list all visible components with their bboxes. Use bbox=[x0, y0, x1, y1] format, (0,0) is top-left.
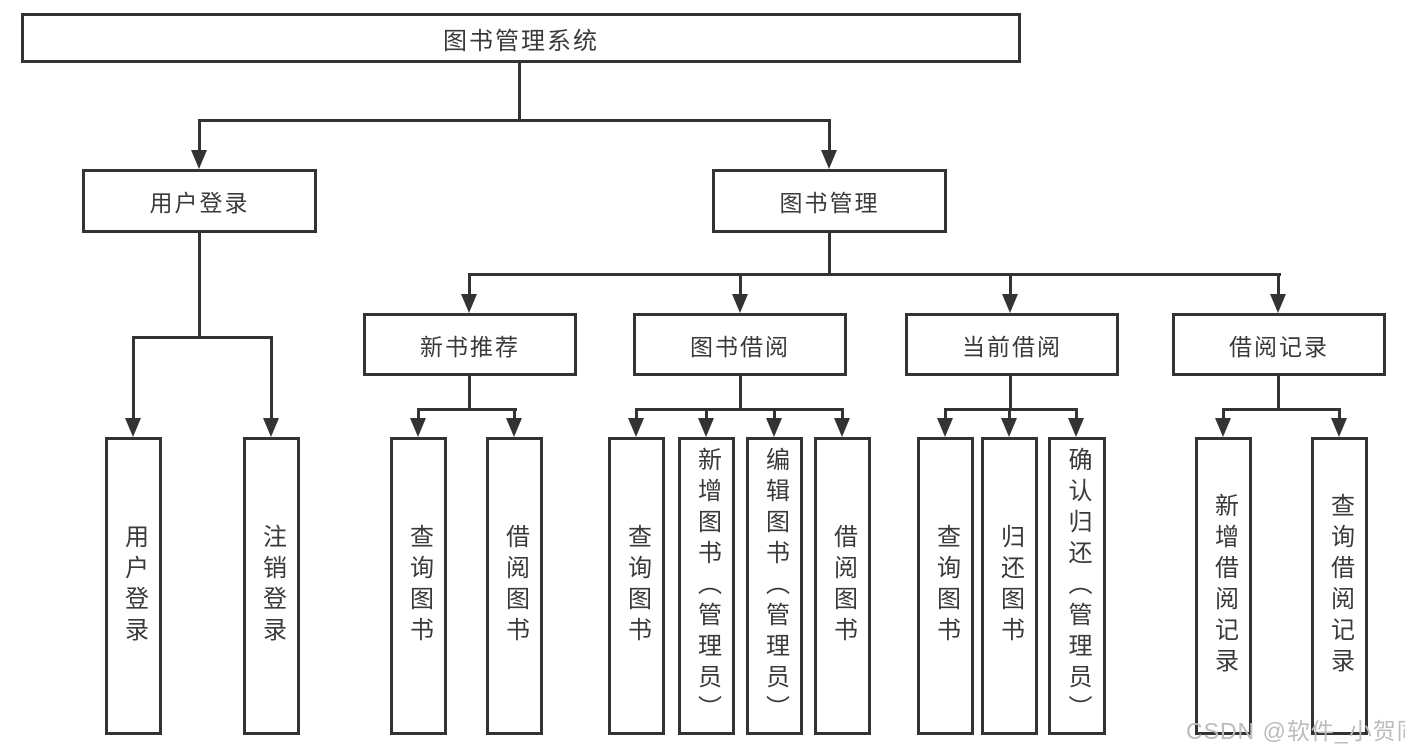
arrowhead-down-icon bbox=[937, 418, 953, 437]
node-book-management-branch: 图书管理 bbox=[712, 169, 947, 233]
node-label: 新书推荐 bbox=[420, 333, 520, 360]
node-leaf-logout: 注销登录 bbox=[243, 437, 300, 735]
node-label: 当前借阅 bbox=[962, 333, 1062, 360]
node-label: 查询图书 bbox=[623, 524, 651, 648]
node-label: 新增借阅记录 bbox=[1210, 493, 1238, 679]
arrowhead-down-icon bbox=[125, 418, 141, 437]
node-leaf-query-books-recommend: 查询图书 bbox=[390, 437, 447, 735]
connector-line bbox=[944, 408, 947, 420]
arrowhead-down-icon bbox=[410, 418, 426, 437]
node-root-library-system: 图书管理系统 bbox=[21, 13, 1021, 63]
arrowhead-down-icon bbox=[628, 418, 644, 437]
node-label: 图书借阅 bbox=[690, 333, 790, 360]
connector-line bbox=[518, 60, 521, 120]
connector-line bbox=[132, 336, 273, 339]
arrowhead-down-icon bbox=[1270, 294, 1286, 313]
connector-line bbox=[132, 336, 135, 420]
connector-line bbox=[944, 408, 1078, 411]
connector-line bbox=[417, 408, 517, 411]
node-label: 图书管理系统 bbox=[443, 27, 599, 55]
node-label: 新增图书（管理员） bbox=[693, 446, 721, 726]
node-book-borrowing: 图书借阅 bbox=[633, 313, 847, 376]
connector-line bbox=[417, 408, 420, 420]
node-label: 查询图书 bbox=[932, 524, 960, 648]
node-label: 用户登录 bbox=[149, 190, 250, 216]
connector-line bbox=[739, 376, 742, 411]
arrowhead-down-icon bbox=[698, 418, 714, 437]
node-leaf-edit-books-admin: 编辑图书（管理员） bbox=[746, 437, 803, 735]
node-leaf-user-login: 用户登录 bbox=[105, 437, 162, 735]
connector-line bbox=[773, 408, 776, 420]
node-leaf-add-borrow-record: 新增借阅记录 bbox=[1195, 437, 1252, 735]
connector-line bbox=[828, 232, 831, 276]
node-label: 图书管理 bbox=[779, 190, 880, 216]
node-leaf-return-books: 归还图书 bbox=[981, 437, 1038, 735]
arrowhead-down-icon bbox=[1001, 418, 1017, 437]
node-borrowing-records: 借阅记录 bbox=[1172, 313, 1386, 376]
connector-line bbox=[513, 408, 516, 420]
connector-line bbox=[468, 376, 471, 411]
arrowhead-down-icon bbox=[506, 418, 522, 437]
node-label: 查询图书 bbox=[405, 524, 433, 648]
node-label: 归还图书 bbox=[996, 524, 1024, 648]
connector-line bbox=[1338, 408, 1341, 420]
connector-line bbox=[739, 273, 742, 296]
node-label: 借阅记录 bbox=[1229, 333, 1329, 360]
connector-line bbox=[198, 232, 201, 339]
arrowhead-down-icon bbox=[1215, 418, 1231, 437]
node-label: 借阅图书 bbox=[501, 524, 529, 648]
connector-line bbox=[270, 336, 273, 420]
connector-line bbox=[1009, 376, 1012, 411]
connector-line bbox=[198, 119, 831, 122]
node-leaf-add-books-admin: 新增图书（管理员） bbox=[678, 437, 735, 735]
arrowhead-down-icon bbox=[732, 294, 748, 313]
connector-line bbox=[198, 119, 201, 152]
connector-line bbox=[635, 408, 844, 411]
connector-line bbox=[635, 408, 638, 420]
node-user-login-branch: 用户登录 bbox=[82, 169, 317, 233]
arrowhead-down-icon bbox=[461, 294, 477, 313]
connector-line bbox=[1277, 273, 1280, 296]
node-leaf-query-books-borrowing: 查询图书 bbox=[608, 437, 665, 735]
node-new-book-recommend: 新书推荐 bbox=[363, 313, 577, 376]
node-current-borrowing: 当前借阅 bbox=[905, 313, 1119, 376]
connector-line bbox=[1009, 273, 1012, 296]
node-label: 注销登录 bbox=[258, 524, 286, 648]
connector-line bbox=[468, 273, 1281, 276]
connector-line bbox=[705, 408, 708, 420]
node-leaf-borrow-books: 借阅图书 bbox=[814, 437, 871, 735]
arrowhead-down-icon bbox=[834, 418, 850, 437]
arrowhead-down-icon bbox=[191, 150, 207, 169]
node-label: 确认归还（管理员） bbox=[1064, 446, 1091, 726]
connector-line bbox=[828, 119, 831, 152]
arrowhead-down-icon bbox=[1002, 294, 1018, 313]
connector-line bbox=[1277, 376, 1280, 411]
node-label: 编辑图书（管理员） bbox=[761, 446, 789, 726]
arrowhead-down-icon bbox=[766, 418, 782, 437]
connector-line bbox=[1008, 408, 1011, 420]
connector-line bbox=[1222, 408, 1225, 420]
arrowhead-down-icon bbox=[263, 418, 279, 437]
csdn-watermark: CSDN @软件_小贺同学 bbox=[1186, 718, 1405, 744]
node-leaf-confirm-return-admin: 确认归还（管理员） bbox=[1048, 437, 1106, 735]
arrowhead-down-icon bbox=[821, 150, 837, 169]
arrowhead-down-icon bbox=[1331, 418, 1347, 437]
arrowhead-down-icon bbox=[1068, 418, 1084, 437]
node-leaf-borrow-books-recommend: 借阅图书 bbox=[486, 437, 543, 735]
node-label: 查询借阅记录 bbox=[1326, 493, 1354, 679]
node-label: 借阅图书 bbox=[829, 524, 857, 648]
connector-line bbox=[1075, 408, 1078, 420]
node-leaf-query-borrow-record: 查询借阅记录 bbox=[1311, 437, 1368, 735]
node-label: 用户登录 bbox=[120, 524, 148, 648]
node-leaf-query-books-current: 查询图书 bbox=[917, 437, 974, 735]
connector-line bbox=[1222, 408, 1341, 411]
connector-line bbox=[468, 273, 471, 296]
connector-line bbox=[841, 408, 844, 420]
